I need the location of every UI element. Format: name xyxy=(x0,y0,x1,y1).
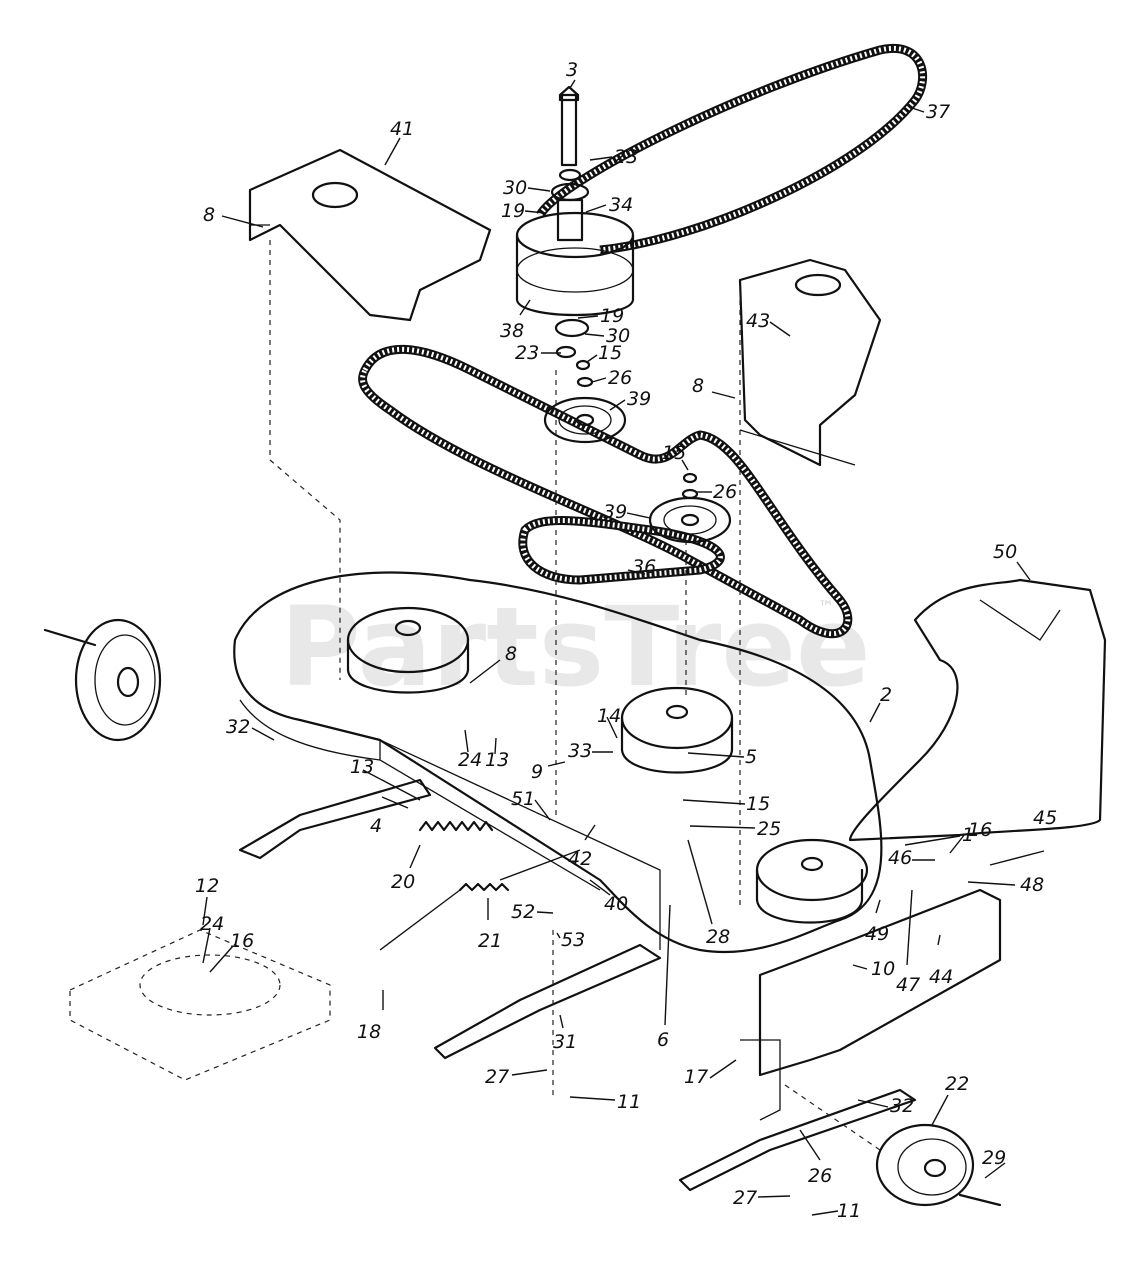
callout-8b: 8 xyxy=(692,375,704,397)
callout-19a: 19 xyxy=(501,200,525,222)
callout-48: 48 xyxy=(1020,874,1044,896)
callout-4: 4 xyxy=(370,815,382,837)
front-bracket xyxy=(740,888,1002,1121)
callout-39b: 39 xyxy=(603,501,627,523)
discharge-chute-50 xyxy=(848,578,1107,842)
callout-53: 53 xyxy=(561,929,585,951)
belt-cover-43 xyxy=(738,258,882,467)
spring-20 xyxy=(418,820,494,832)
callout-49: 49 xyxy=(865,923,889,945)
blade-32-right xyxy=(678,1088,917,1192)
watermark-tm: ™ xyxy=(818,597,834,616)
callout-16b: 16 xyxy=(230,930,254,952)
wheel-left xyxy=(43,618,162,742)
callout-37: 37 xyxy=(926,101,950,123)
callout-15c: 15 xyxy=(746,793,770,815)
callout-14: 14 xyxy=(597,705,621,727)
callout-46: 46 xyxy=(888,847,912,869)
callout-42: 42 xyxy=(568,848,592,870)
callout-52: 52 xyxy=(511,901,535,923)
callout-18: 18 xyxy=(357,1021,381,1043)
callout-32a: 32 xyxy=(226,716,250,738)
center-spindle-assembly xyxy=(515,85,635,359)
callout-9: 9 xyxy=(531,761,543,783)
callout-43: 43 xyxy=(746,310,770,332)
callout-26c: 26 xyxy=(808,1165,832,1187)
callout-33: 33 xyxy=(568,740,592,762)
deck-pulleys xyxy=(346,606,869,924)
callouts: 3 37 41 23 30 19 34 8 19 38 30 23 15 26 … xyxy=(195,59,1057,1222)
belt-37 xyxy=(536,43,927,255)
callout-41: 41 xyxy=(390,118,414,140)
belt-38-39 xyxy=(358,344,853,639)
callout-5: 5 xyxy=(745,746,757,768)
blade-32-left xyxy=(238,778,432,860)
callout-45: 45 xyxy=(1033,807,1057,829)
callout-47: 47 xyxy=(896,974,920,996)
callout-39a: 39 xyxy=(627,388,651,410)
callout-8a: 8 xyxy=(203,204,215,226)
callout-15a: 15 xyxy=(598,342,622,364)
callout-11a: 11 xyxy=(617,1091,641,1113)
callout-36: 36 xyxy=(632,556,656,578)
idler-pulley-39a xyxy=(543,396,627,444)
callout-27a: 27 xyxy=(485,1066,509,1088)
callout-13b: 13 xyxy=(350,756,374,778)
callout-22: 22 xyxy=(945,1073,969,1095)
callout-11b: 11 xyxy=(837,1200,861,1222)
callout-34: 34 xyxy=(609,194,633,216)
callout-26a: 26 xyxy=(608,367,632,389)
callout-23b: 23 xyxy=(515,342,539,364)
callout-16a: 16 xyxy=(968,819,992,841)
callout-1: 1 xyxy=(962,824,974,846)
watermark: PartsTree ™ xyxy=(280,583,871,711)
callout-3: 3 xyxy=(566,59,578,81)
wheel-22 xyxy=(875,1123,1002,1207)
callout-13a: 13 xyxy=(485,749,509,771)
callout-29: 29 xyxy=(982,1147,1006,1169)
callout-50: 50 xyxy=(993,541,1017,563)
callout-27b: 27 xyxy=(733,1187,757,1209)
callout-25: 25 xyxy=(757,818,781,840)
callout-2: 2 xyxy=(880,684,892,706)
callout-24b: 24 xyxy=(200,913,224,935)
blade-31 xyxy=(433,943,662,1060)
callout-24a: 24 xyxy=(458,749,482,771)
callout-31: 31 xyxy=(553,1031,577,1053)
callout-32b: 32 xyxy=(890,1095,914,1117)
callout-19b: 19 xyxy=(600,305,624,327)
callout-6: 6 xyxy=(657,1029,669,1051)
mower-deck-1 xyxy=(233,571,883,954)
callout-40: 40 xyxy=(604,893,628,915)
callout-15b: 15 xyxy=(662,442,686,464)
callout-23a: 23 xyxy=(614,146,638,168)
spring-21 xyxy=(379,849,581,951)
callout-30b: 30 xyxy=(606,325,630,347)
callout-8c: 8 xyxy=(505,643,517,665)
callout-20: 20 xyxy=(391,871,415,893)
callout-44: 44 xyxy=(929,966,953,988)
watermark-text: PartsTree xyxy=(280,583,871,711)
callout-12: 12 xyxy=(195,875,219,897)
callout-38: 38 xyxy=(500,320,524,342)
deck-mount-sketch xyxy=(69,929,331,1081)
callout-30a: 30 xyxy=(503,177,527,199)
callout-26b: 26 xyxy=(713,481,737,503)
callout-10: 10 xyxy=(871,958,895,980)
callout-21: 21 xyxy=(478,930,502,952)
belt-36 xyxy=(518,516,725,585)
belt-cover-41 xyxy=(248,148,492,322)
callout-28: 28 xyxy=(706,926,730,948)
callout-51: 51 xyxy=(511,788,535,810)
callout-17: 17 xyxy=(684,1066,708,1088)
